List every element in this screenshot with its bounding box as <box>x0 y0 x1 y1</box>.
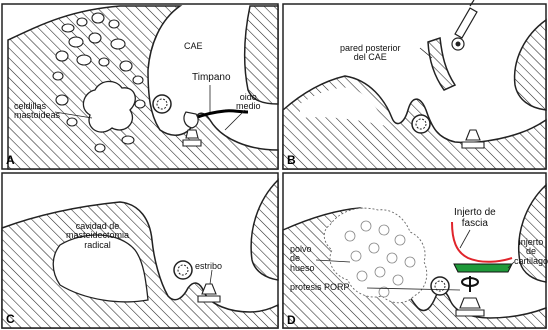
panel-a-facial-nerve <box>153 95 171 113</box>
panel-d-label-injerto-fascia: Injerto de fascia <box>454 208 496 229</box>
panel-d-label-polvo-line3: hueso <box>290 264 315 273</box>
panel-c-label-estribo: estribo <box>195 262 222 271</box>
panel-c-letter: C <box>6 312 15 326</box>
panel-a-label-celdillas: celdillas mastoideas <box>14 102 60 121</box>
panel-a-temporal-bone <box>8 6 278 169</box>
panel-d-label-injerto-cart-line3: cartilago <box>514 257 548 266</box>
panel-d-label-protesis: protesis PORP <box>290 283 350 292</box>
panel-d-cartilage-graft <box>454 264 512 272</box>
panel-a-drawing <box>8 6 278 169</box>
panel-b-drawing <box>283 0 546 169</box>
panel-b-posterior-canal-wall <box>428 38 455 90</box>
panel-a-letter: A <box>6 153 15 167</box>
panel-a-ossicles <box>184 112 198 128</box>
panel-c-drawing <box>2 180 278 328</box>
panel-b-stapes <box>462 130 484 148</box>
panel-d-canal-wall <box>519 185 546 282</box>
panel-b-label-pared-line2: del CAE <box>340 53 401 62</box>
panel-b-label-pared: pared posterior del CAE <box>340 44 401 63</box>
panel-d-label-injerto-cartilago: injerto de cartilago <box>514 238 548 266</box>
panel-b-facial-nerve <box>412 115 430 133</box>
panel-d-label-injerto-fascia-line2: fascia <box>454 219 496 230</box>
panel-d-label-polvo: polvo de hueso <box>290 245 315 273</box>
drill-icon <box>452 0 477 50</box>
panel-d-drawing <box>283 185 546 328</box>
panel-b-letter: B <box>287 153 296 167</box>
panel-a-label-oido-line2: medio <box>236 102 261 111</box>
panel-d-label-injerto-fascia-line1: Injerto de <box>454 208 496 219</box>
panel-c-label-cavidad-line3: radical <box>66 241 129 250</box>
panel-d-facial-nerve <box>431 277 449 295</box>
panel-c-facial-nerve <box>174 261 192 279</box>
panel-a-label-oido-medio: oido medio <box>236 93 261 112</box>
panel-b-canal-wall <box>515 20 546 110</box>
panel-a-label-cae: CAE <box>184 42 203 51</box>
panel-c-canal-wall <box>251 180 278 280</box>
panel-a-label-timpano: Timpano <box>192 73 231 84</box>
panel-d-letter: D <box>287 313 296 327</box>
panel-c-label-cavidad: cavidad de masteidectomia radical <box>66 222 129 250</box>
panel-d-porp-prosthesis <box>456 276 484 316</box>
panel-a-label-celdillas-line2: mastoideas <box>14 111 60 120</box>
panel-a-canal-wall <box>245 6 278 104</box>
